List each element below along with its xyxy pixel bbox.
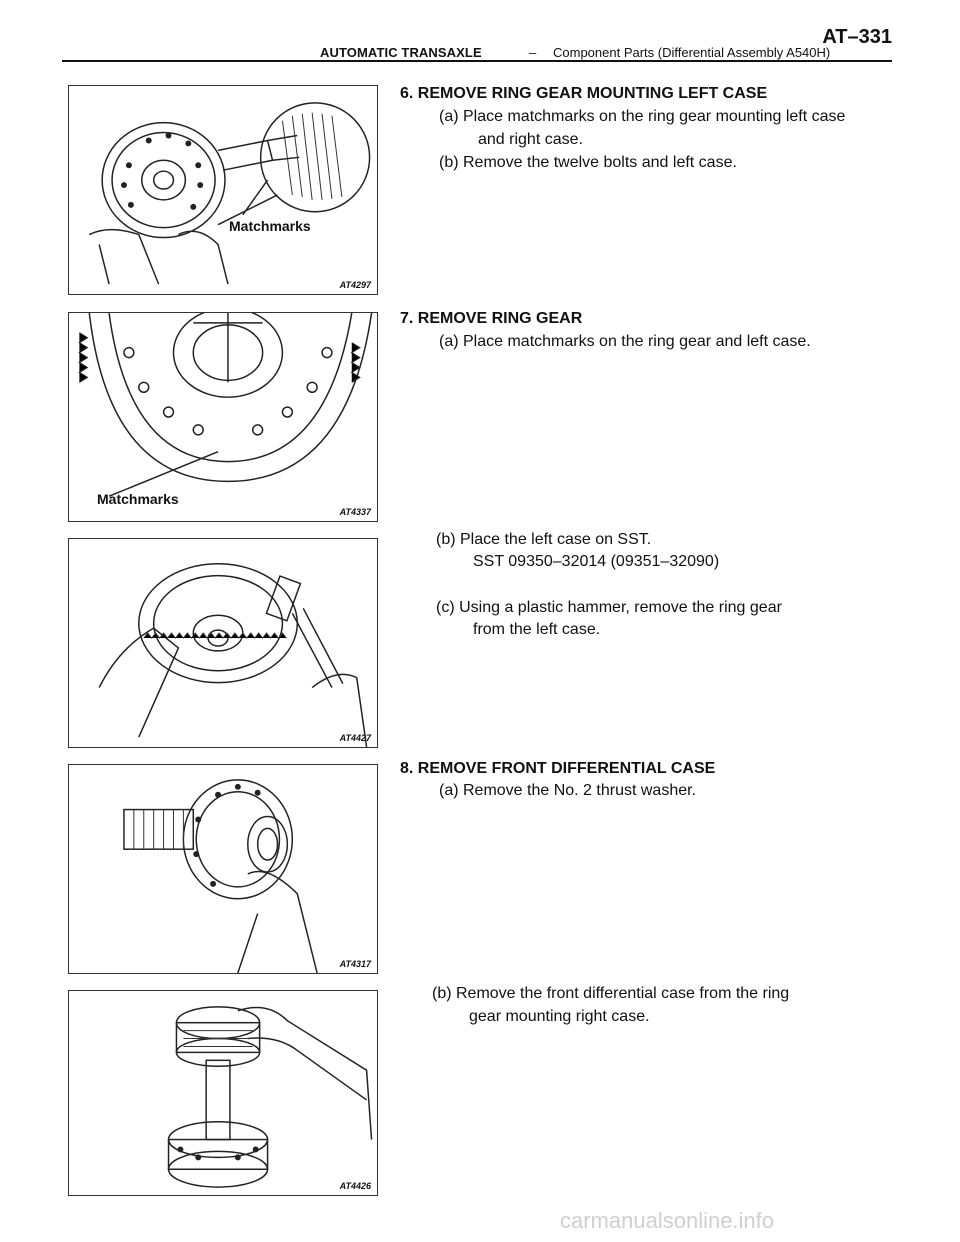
step-8b-line1: (b) Remove the front differential case f… [432, 985, 790, 1002]
step-7b: (b) Place the left case on SST. [436, 531, 652, 548]
illustration-ring-gear [78, 313, 373, 497]
header-subtitle: Component Parts (Differential Assembly A… [553, 45, 831, 60]
illustration-differential-case [123, 779, 318, 973]
figure-code: AT4317 [339, 959, 371, 969]
illustration-right-case [167, 1006, 373, 1188]
page-header: AUTOMATIC TRANSAXLE – Component Parts (D… [62, 26, 892, 62]
figure-hammer-ring-gear: AT4427 [68, 538, 378, 748]
header-rule [62, 60, 892, 62]
step-7c-line2: from the left case. [473, 621, 601, 638]
step-6-heading: 6. REMOVE RING GEAR MOUNTING LEFT CASE [400, 85, 768, 102]
figure-callout-matchmarks: Matchmarks [229, 218, 311, 234]
figure-front-differential-case: AT4426 [68, 990, 378, 1196]
illustration-plastic-hammer [98, 563, 368, 747]
page-number: AT–331 [822, 26, 892, 48]
step-8a: (a) Remove the No. 2 thrust washer. [439, 782, 696, 799]
figure-ring-gear-left-case: Matchmarks AT4297 [68, 85, 378, 295]
step-7b-sst: SST 09350–32014 (09351–32090) [473, 553, 720, 570]
illustration-matchmarks-case [88, 102, 371, 285]
step-7c-line1: (c) Using a plastic hammer, remove the r… [436, 599, 782, 616]
figure-code: AT4426 [339, 1181, 371, 1191]
step-8b-line2: gear mounting right case. [469, 1008, 650, 1025]
step-6b: (b) Remove the twelve bolts and left cas… [439, 154, 737, 171]
step-6a-line2: and right case. [478, 131, 583, 148]
step-7a: (a) Place matchmarks on the ring gear an… [439, 333, 811, 350]
figure-ring-gear-matchmarks: Matchmarks AT4337 [68, 312, 378, 522]
figure-code: AT4337 [339, 507, 371, 517]
figure-code: AT4427 [339, 733, 371, 743]
step-8-heading: 8. REMOVE FRONT DIFFERENTIAL CASE [400, 760, 716, 777]
figure-thrust-washer: AT4317 [68, 764, 378, 974]
figure-callout-matchmarks: Matchmarks [97, 491, 179, 507]
header-separator: – [529, 45, 537, 60]
watermark: carmanualsonline.info [560, 1208, 775, 1233]
figure-code: AT4297 [339, 280, 371, 290]
step-7-heading: 7. REMOVE RING GEAR [400, 310, 583, 327]
header-title: AUTOMATIC TRANSAXLE [320, 45, 482, 60]
step-6a-line1: (a) Place matchmarks on the ring gear mo… [439, 108, 846, 125]
